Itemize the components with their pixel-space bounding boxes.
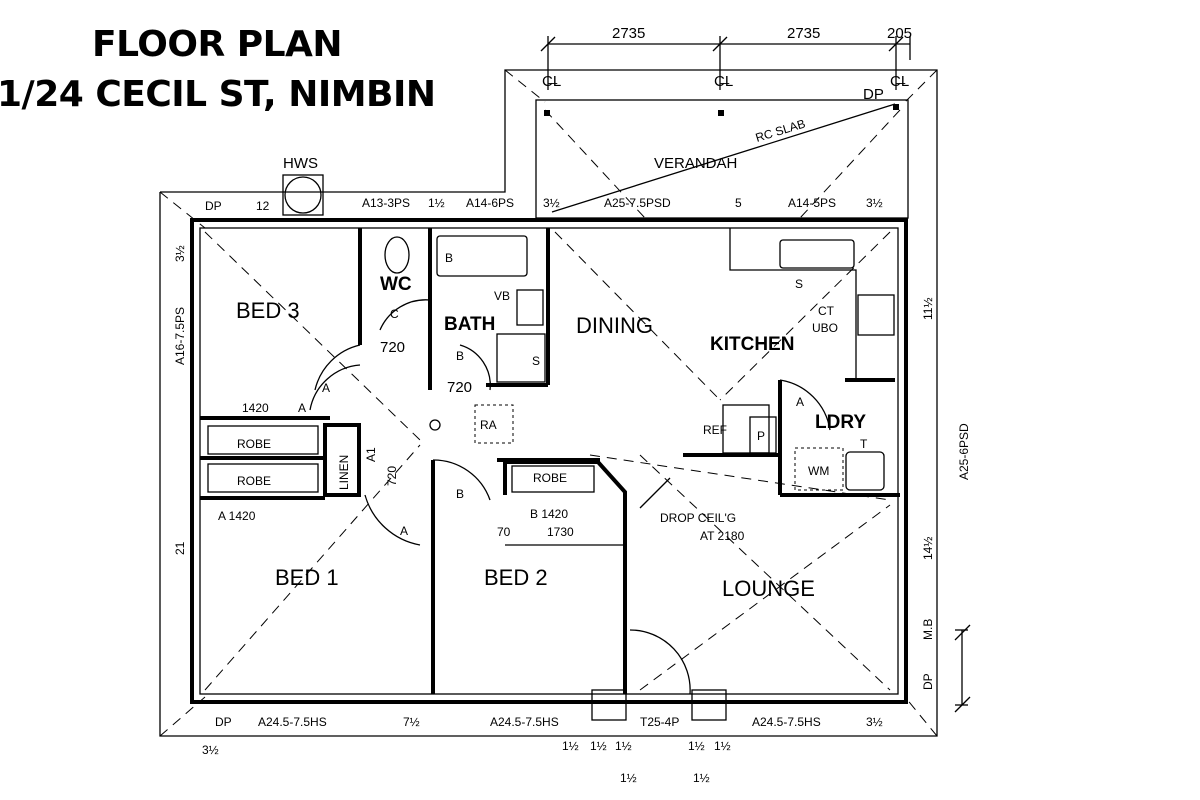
window-a24-left: A24.5-7.5HS — [258, 715, 327, 729]
dimension-205: 205 — [887, 25, 912, 42]
entry-steps — [591, 689, 727, 721]
downpipe-label-nw: DP — [205, 199, 222, 213]
fridge-label: REF — [703, 423, 727, 437]
length-21: 21 — [173, 541, 187, 555]
length-5: 5 — [735, 196, 742, 210]
underbench-oven-label: UBO — [812, 321, 838, 335]
top-dimension-line — [540, 36, 911, 90]
robe-label-2: ROBE — [237, 474, 271, 488]
step-1-half-f: 1½ — [620, 771, 637, 785]
downpipe-label-east: DP — [921, 673, 935, 690]
step-1-half-c: 1½ — [615, 739, 632, 753]
room-kitchen: KITCHEN — [710, 334, 794, 355]
tub-label: T — [860, 437, 868, 451]
window-a24-mid: A24.5-7.5HS — [490, 715, 559, 729]
length-12: 12 — [256, 199, 270, 213]
wc-door-width: 720 — [380, 339, 405, 356]
linen-label: LINEN — [337, 455, 351, 490]
downpipe-label-top: DP — [863, 86, 884, 103]
length-3-half-sw: 3½ — [202, 743, 219, 757]
bath-tub-label: B — [445, 251, 453, 265]
interior-walls — [200, 228, 900, 694]
room-bath: BATH — [444, 314, 495, 335]
room-verandah: VERANDAH — [654, 155, 737, 172]
length-3-half-left: 3½ — [173, 245, 187, 262]
centreline-mark-3: C̶L — [890, 73, 909, 90]
shower-label: S — [532, 354, 540, 368]
length-14-half: 14½ — [921, 537, 935, 560]
window-a14-5: A14-5PS — [788, 196, 836, 210]
step-1-half-d: 1½ — [688, 739, 705, 753]
dimension-2735-right: 2735 — [787, 25, 820, 42]
bed3-door-width: 1420 — [242, 401, 269, 415]
length-7-half: 7½ — [403, 715, 420, 729]
plan-title-line2: 1/24 CECIL ST, NIMBIN — [0, 74, 436, 115]
length-3-half-top: 3½ — [543, 196, 560, 210]
meter-box-label: M.B — [921, 619, 935, 640]
window-a25-7: A25-7.5PSD — [604, 196, 671, 210]
room-laundry: LDRY — [815, 412, 866, 433]
return-air-label: RA — [480, 418, 497, 432]
right-dimension-marks — [954, 624, 971, 713]
window-a14-6: A14-6PS — [466, 196, 514, 210]
linen-door-width: 720 — [385, 466, 399, 486]
hws-label: HWS — [283, 155, 318, 172]
room-bed-2: BED 2 — [484, 565, 548, 590]
bed2-door-b: B — [456, 487, 464, 501]
door-t25: T25-4P — [640, 715, 679, 729]
bed2-dim-1730: 1730 — [547, 525, 574, 539]
verandah-slab — [535, 99, 909, 219]
step-1-half-e: 1½ — [714, 739, 731, 753]
laundry-door-a: A — [796, 395, 804, 409]
room-bed-1: BED 1 — [275, 565, 339, 590]
bed3-robe-a: A — [298, 401, 306, 415]
length-3-half-ne: 3½ — [866, 196, 883, 210]
room-wc: WC — [380, 274, 412, 295]
window-a13: A13-3PS — [362, 196, 410, 210]
length-1-half-top: 1½ — [428, 196, 445, 210]
hot-water-system — [282, 174, 324, 216]
step-1-half-a: 1½ — [562, 739, 579, 753]
bath-door-width: 720 — [447, 379, 472, 396]
wc-door-c: C — [390, 307, 399, 321]
step-1-half-g: 1½ — [693, 771, 710, 785]
centreline-mark-2: C̶L — [714, 73, 733, 90]
room-dining: DINING — [576, 313, 653, 338]
robe-label-1: ROBE — [237, 437, 271, 451]
centreline-mark-1: C̶L — [542, 73, 561, 90]
washing-machine-label: WM — [808, 464, 829, 478]
downpipe-label-sw: DP — [215, 715, 232, 729]
bed1-robe-dim: A 1420 — [218, 509, 256, 523]
bed1-door-a: A — [400, 524, 408, 538]
step-1-half-b: 1½ — [590, 739, 607, 753]
pantry-label: P — [757, 429, 765, 443]
length-3-half-se: 3½ — [866, 715, 883, 729]
drop-ceiling-note: DROP CEIL'G — [660, 511, 736, 525]
vanity-basin-label: VB — [494, 289, 510, 303]
bed2-robe-dim: B 1420 — [530, 507, 568, 521]
room-lounge: LOUNGE — [722, 576, 815, 601]
plan-title-line1: FLOOR PLAN — [92, 24, 343, 65]
dimension-2735-left: 2735 — [612, 25, 645, 42]
bed2-dim-70: 70 — [497, 525, 511, 539]
roof-outline — [159, 69, 938, 737]
bath-door-b: B — [456, 349, 464, 363]
window-a25-6: A25-6PSD — [957, 423, 971, 480]
bed3-door-a: A — [322, 381, 330, 395]
length-11-half: 11½ — [921, 298, 935, 320]
drop-ceiling-height: AT 2180 — [700, 529, 745, 543]
sink-label: S — [795, 277, 803, 291]
window-a16: A16-7.5PS — [173, 307, 187, 365]
robe-label-3: ROBE — [533, 471, 567, 485]
linen-door-a1: A1 — [364, 447, 378, 462]
cooktop-label: CT — [818, 304, 835, 318]
window-a24-right: A24.5-7.5HS — [752, 715, 821, 729]
room-bed-3: BED 3 — [236, 298, 300, 323]
door-swings — [309, 299, 831, 695]
